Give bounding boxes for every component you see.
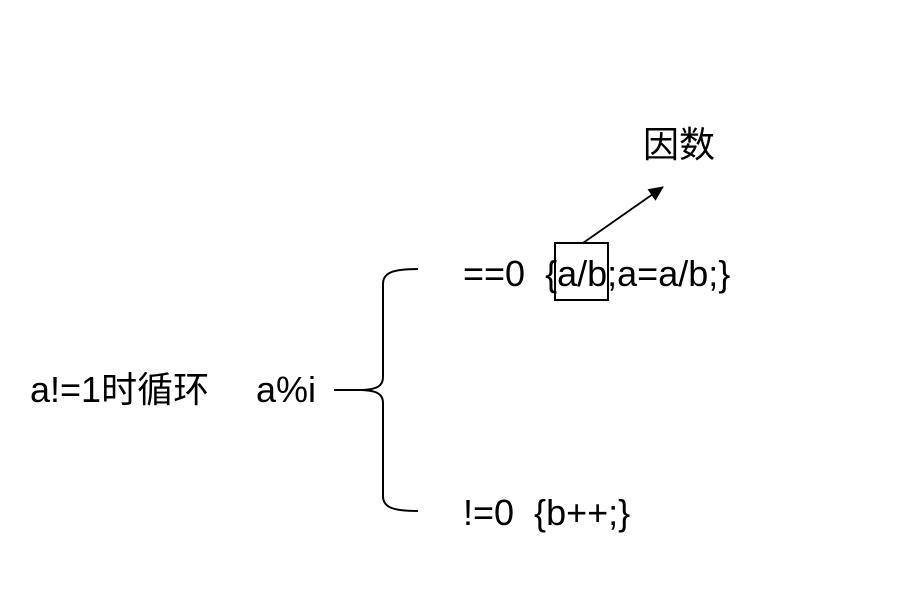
expression-label: a%i (256, 369, 317, 410)
boxed-term: a/b (554, 242, 610, 301)
branch-zero-suffix: ;a=a/b;} (607, 253, 731, 294)
loop-condition-label: a!=1时循环 (30, 369, 210, 410)
branch-zero-prefix: ==0 { (463, 253, 558, 294)
brace (360, 268, 419, 512)
branch-zero-label: ==0 {a/b;a=a/b;} (463, 242, 731, 301)
branch-nonzero-label: !=0 {b++;} (463, 492, 631, 533)
arrow-target-label: 因数 (643, 124, 716, 165)
arrow-line (582, 186, 664, 244)
